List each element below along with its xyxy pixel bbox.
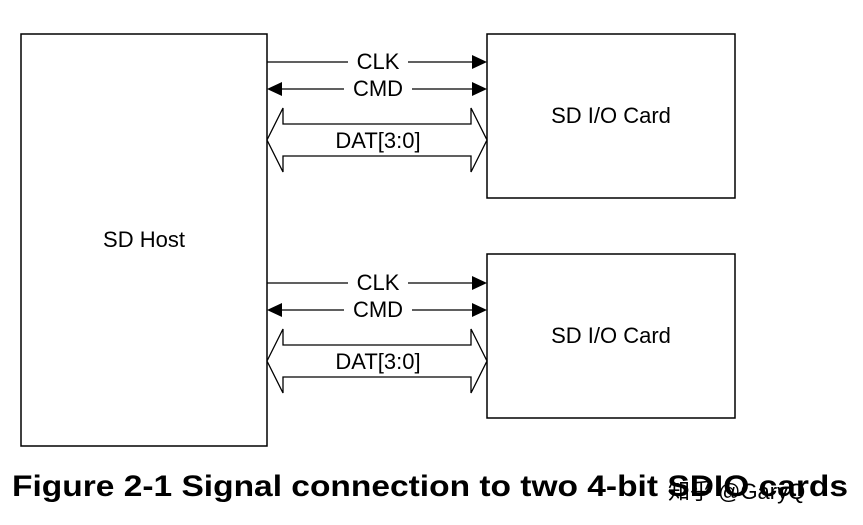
- cmd-arrowhead-left-1: [267, 82, 282, 96]
- cmd-label-1: CMD: [353, 76, 403, 101]
- cmd-arrowhead-right-2: [472, 303, 487, 317]
- sd-io-card-2-label: SD I/O Card: [551, 323, 671, 348]
- sd-host-label: SD Host: [103, 227, 185, 252]
- clk-arrowhead-1: [472, 55, 487, 69]
- dat-bus-arrow-2: [266, 328, 488, 394]
- sd-io-card-1: SD I/O Card: [486, 33, 736, 199]
- clk-label-2: CLK: [357, 270, 400, 295]
- dat-label-2: DAT[3:0]: [335, 349, 420, 374]
- clk-label-1: CLK: [357, 49, 400, 74]
- sd-io-card-1-box: [486, 33, 736, 199]
- watermark: 知乎 @GaryQ: [668, 479, 805, 504]
- dat-bus-arrow-1: [266, 107, 488, 173]
- card-1-signals: CLK CMD DAT[3:0]: [266, 49, 488, 173]
- figure-caption: Figure 2-1 Signal connection to two 4-bi…: [12, 470, 848, 503]
- clk-arrowhead-2: [472, 276, 487, 290]
- cmd-arrowhead-right-1: [472, 82, 487, 96]
- cmd-arrowhead-left-2: [267, 303, 282, 317]
- sd-io-card-2: SD I/O Card: [486, 253, 736, 419]
- sd-host: SD Host: [20, 33, 268, 447]
- dat-label-1: DAT[3:0]: [335, 128, 420, 153]
- sd-io-card-1-label: SD I/O Card: [551, 103, 671, 128]
- card-2-signals: CLK CMD DAT[3:0]: [266, 270, 488, 394]
- sd-io-card-2-box: [486, 253, 736, 419]
- sd-host-box: [20, 33, 268, 447]
- cmd-label-2: CMD: [353, 297, 403, 322]
